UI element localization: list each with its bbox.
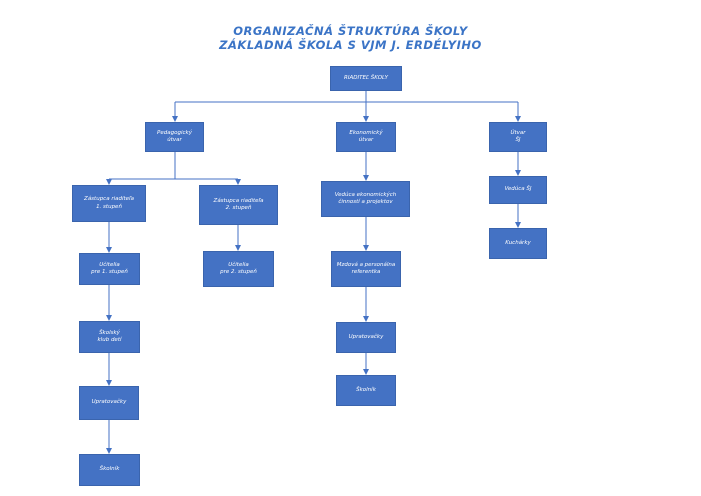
node-zastupca-2-stupen: Zástupca riaditeľa 2. stupeň xyxy=(199,185,278,225)
node-label: Školník xyxy=(356,386,376,393)
node-utvar-sj: Útvar ŠJ xyxy=(489,122,547,152)
node-label: činností a projektov xyxy=(338,199,393,205)
node-zastupca-1-stupen: Zástupca riaditeľa 1. stupeň xyxy=(72,185,146,222)
node-label: útvar xyxy=(358,137,374,143)
node-label: Zástupca riaditeľa xyxy=(213,197,264,204)
node-label: pre 1. stupeň xyxy=(91,269,128,275)
node-label: ŠJ xyxy=(515,137,521,143)
node-mzdova-referentka: Mzdová a personálna referentka xyxy=(331,251,401,287)
node-label: 2. stupeň xyxy=(225,205,252,211)
node-label: Školník xyxy=(99,466,120,473)
node-label: útvar xyxy=(167,137,182,143)
chart-title-line-1: ORGANIZAČNÁ ŠTRUKTÚRA ŠKOLY xyxy=(233,24,468,38)
node-label: pre 2. stupeň xyxy=(220,269,257,275)
node-kucharky: Kuchárky xyxy=(489,228,547,259)
node-ucitelia-2-stupen: Učitelia pre 2. stupeň xyxy=(203,251,274,287)
node-label: Kuchárky xyxy=(505,239,531,246)
node-upratovacky-right: Upratovačky xyxy=(336,322,396,353)
node-label: Vedúca ŠJ xyxy=(504,186,532,193)
node-label: referentka xyxy=(351,269,381,275)
node-pedagogicky-utvar: Pedagogický útvar xyxy=(145,122,204,152)
node-ucitelia-1-stupen: Učitelia pre 1. stupeň xyxy=(79,253,140,285)
node-upratovacky-left: Upratovačky xyxy=(79,386,139,420)
node-riaditel-skoly: RIADITEĽ ŠKOLY xyxy=(330,66,402,91)
node-label: 1. stupeň xyxy=(96,203,122,210)
node-label: Mzdová a personálna xyxy=(336,261,396,268)
node-label: Upratovačky xyxy=(91,399,127,406)
node-label: Pedagogický xyxy=(157,129,192,136)
chart-title-line-2: ZÁKLADNÁ ŠKOLA S VJM J. ERDÉLYIHO xyxy=(219,38,482,52)
node-label: Učitelia xyxy=(99,261,120,268)
node-label: Vedúca ekonomických xyxy=(334,191,397,198)
node-skolnik-right: Školník xyxy=(336,375,396,406)
node-label: Ekonomický xyxy=(349,129,383,136)
node-label: Učitelia xyxy=(228,261,249,268)
node-skolnik-left: Školník xyxy=(79,454,140,486)
node-skolsky-klub-deti: Školský klub detí xyxy=(79,321,140,353)
node-ekonomicky-utvar: Ekonomický útvar xyxy=(336,122,396,152)
node-veduca-ekonomickych-cinnosti: Vedúca ekonomických činností a projektov xyxy=(321,181,410,217)
node-label: klub detí xyxy=(97,337,122,343)
node-label: Útvar xyxy=(510,129,526,136)
node-label: Upratovačky xyxy=(348,333,384,340)
node-label: RIADITEĽ ŠKOLY xyxy=(344,74,388,81)
node-veduca-sj: Vedúca ŠJ xyxy=(489,176,547,204)
node-label: Školský xyxy=(99,329,120,336)
node-label: Zástupca riaditeľa xyxy=(84,196,134,203)
